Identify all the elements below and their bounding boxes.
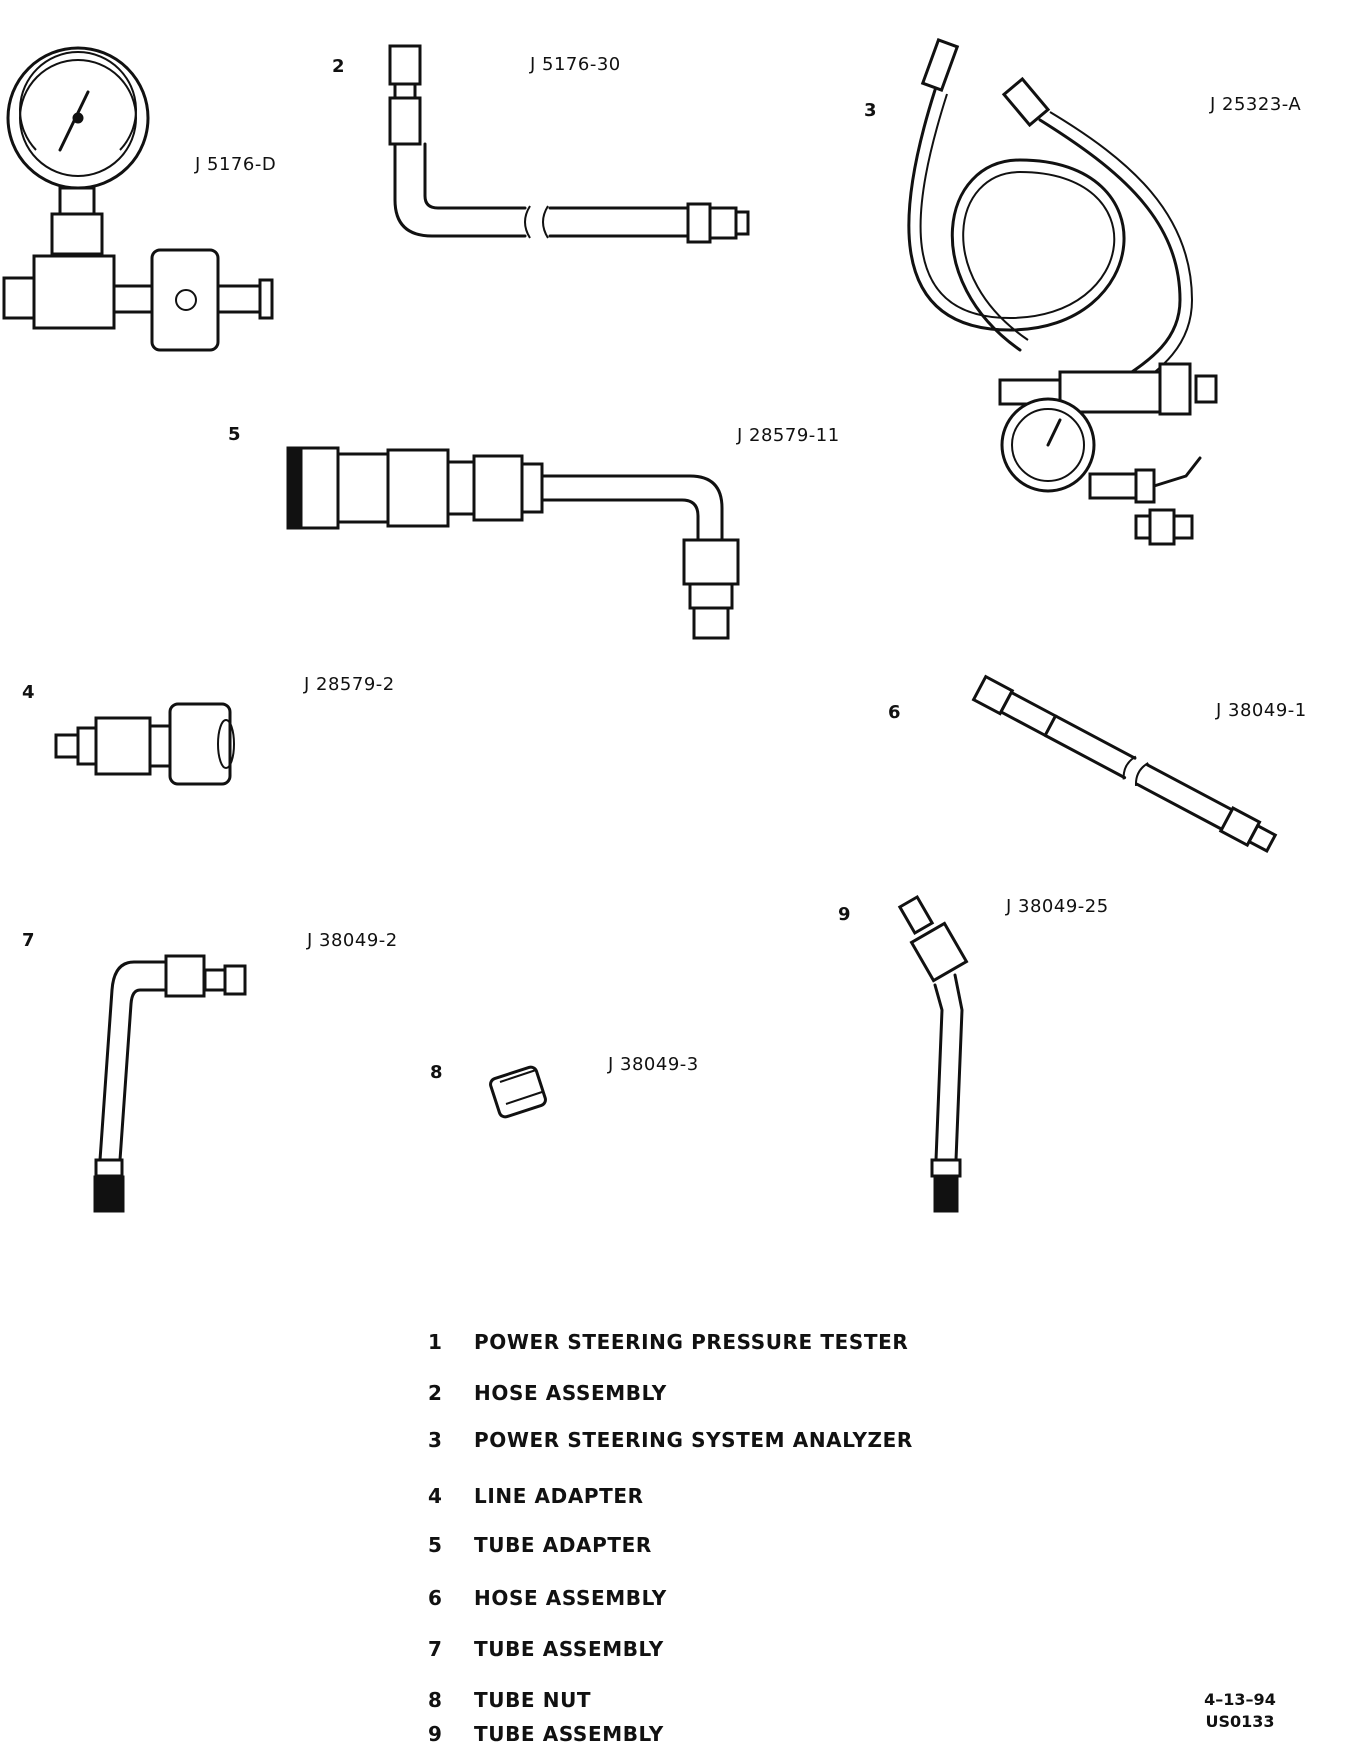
legend-name: TUBE NUT bbox=[474, 1688, 592, 1712]
figure-code: US0133 bbox=[1205, 1712, 1275, 1731]
legend-item: 9 TUBE ASSEMBLY bbox=[428, 1722, 664, 1746]
legend-number: 1 bbox=[428, 1330, 443, 1354]
legend-number: 4 bbox=[428, 1484, 443, 1508]
item-number: 9 bbox=[838, 904, 852, 925]
legend-number: 8 bbox=[428, 1688, 443, 1712]
legend-number: 6 bbox=[428, 1586, 443, 1610]
tool-number: J 38049-3 bbox=[608, 1054, 699, 1075]
legend-item: 3 POWER STEERING SYSTEM ANALYZER bbox=[428, 1428, 913, 1452]
tool-number: J 28579-2 bbox=[304, 674, 395, 695]
tube-nut-drawing bbox=[489, 1065, 547, 1119]
tube-assembly-9-drawing bbox=[897, 894, 969, 1213]
item-number: 3 bbox=[864, 100, 878, 121]
tool-number: J 5176-D bbox=[195, 154, 277, 175]
legend-number: 5 bbox=[428, 1533, 443, 1557]
tool-number: J 28579-11 bbox=[737, 425, 840, 446]
tool-number: J 25323-A bbox=[1210, 94, 1302, 115]
item-number: 7 bbox=[22, 930, 36, 951]
tube-assembly-7-drawing bbox=[93, 954, 247, 1213]
legend-name: LINE ADAPTER bbox=[474, 1484, 644, 1508]
hose-assembly-2-drawing bbox=[388, 44, 750, 244]
item-number: 2 bbox=[332, 56, 346, 77]
legend-name: TUBE ADAPTER bbox=[474, 1533, 652, 1557]
legend-item: 8 TUBE NUT bbox=[428, 1688, 591, 1712]
legend-name: POWER STEERING SYSTEM ANALYZER bbox=[474, 1428, 913, 1452]
tool-number: J 5176-30 bbox=[530, 54, 621, 75]
legend-name: POWER STEERING PRESSURE TESTER bbox=[474, 1330, 909, 1354]
legend-item: 7 TUBE ASSEMBLY bbox=[428, 1637, 664, 1661]
legend-item: 1 POWER STEERING PRESSURE TESTER bbox=[428, 1330, 908, 1354]
tool-number: J 38049-2 bbox=[307, 930, 398, 951]
legend-number: 2 bbox=[428, 1381, 443, 1405]
legend-name: TUBE ASSEMBLY bbox=[474, 1637, 664, 1661]
tool-number: J 38049-25 bbox=[1006, 896, 1109, 917]
item-number: 8 bbox=[430, 1062, 444, 1083]
legend-name: HOSE ASSEMBLY bbox=[474, 1586, 667, 1610]
figure-date: 4–13–94 bbox=[1204, 1690, 1276, 1709]
item-number: 4 bbox=[22, 682, 36, 703]
hose-assembly-6-drawing bbox=[971, 674, 1278, 853]
legend-number: 3 bbox=[428, 1428, 443, 1452]
line-adapter-drawing bbox=[54, 702, 235, 786]
legend-name: HOSE ASSEMBLY bbox=[474, 1381, 667, 1405]
legend-name: TUBE ASSEMBLY bbox=[474, 1722, 664, 1746]
legend-item: 4 LINE ADAPTER bbox=[428, 1484, 644, 1508]
legend-item: 2 HOSE ASSEMBLY bbox=[428, 1381, 667, 1405]
pressure-tester-drawing bbox=[2, 46, 274, 352]
legend-item: 6 HOSE ASSEMBLY bbox=[428, 1586, 667, 1610]
tube-adapter-drawing bbox=[286, 446, 740, 640]
item-number: 5 bbox=[228, 424, 242, 445]
legend-number: 9 bbox=[428, 1722, 443, 1746]
tool-number: J 38049-1 bbox=[1216, 700, 1307, 721]
legend-item: 5 TUBE ADAPTER bbox=[428, 1533, 652, 1557]
legend-number: 7 bbox=[428, 1637, 443, 1661]
system-analyzer-drawing bbox=[907, 38, 1218, 546]
item-number: 6 bbox=[888, 702, 902, 723]
